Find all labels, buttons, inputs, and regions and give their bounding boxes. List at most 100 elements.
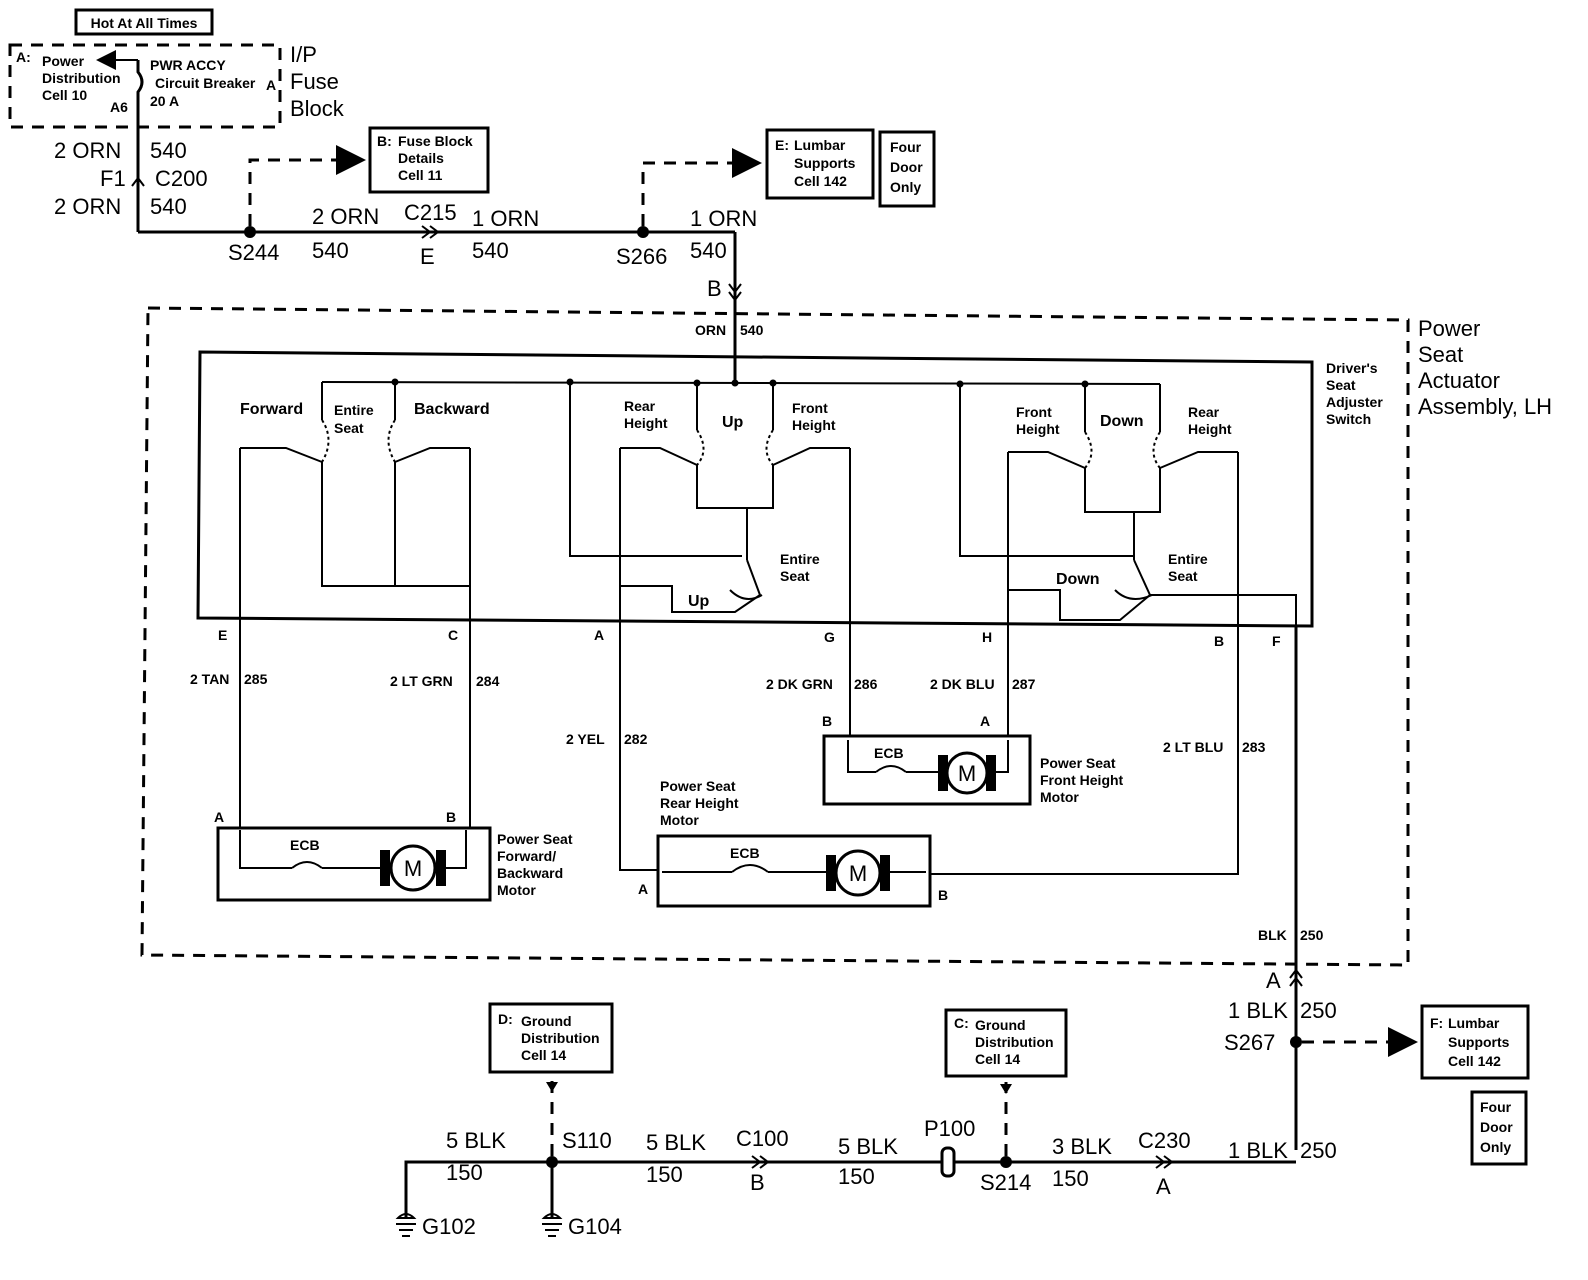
fuse-block-outline [8, 43, 282, 129]
sw-entire-seat-3a: Entire [1168, 551, 1208, 567]
motor-rh-m: M [849, 861, 867, 886]
wire-dkblu-label: 2 DK BLU [930, 676, 995, 692]
fuse-block-title-2: Fuse [290, 69, 339, 94]
wire-ltgrn-label: 2 LT GRN [390, 673, 453, 689]
feed-pin-b: B [707, 276, 722, 301]
feed-wire-2: 2 ORN [54, 194, 121, 219]
wire-yel-label: 2 YEL [566, 731, 605, 747]
ref-a-line1: Power [42, 53, 85, 69]
bus-node-4 [731, 379, 739, 387]
motor-rh-label-1: Power Seat [660, 778, 736, 794]
ref-c-box [944, 1008, 1068, 1078]
ground-wire-right: 1 BLK [1228, 1138, 1288, 1163]
switch-outline [196, 350, 1314, 628]
up-switch-feeds [696, 383, 774, 430]
motor-fb-box [216, 826, 492, 902]
splice-s266 [637, 226, 649, 238]
connector-c230: C230 [1138, 1128, 1191, 1153]
down-link-wire [1008, 589, 1297, 625]
switch-internal-bus [321, 381, 1161, 385]
wire-dkgrn-label: 2 DK GRN [766, 676, 833, 692]
pin-c: C [448, 627, 458, 643]
up-switch-links [696, 429, 774, 466]
down-switch-links [1084, 431, 1161, 469]
four-door-bottom-1: Four [1480, 1099, 1512, 1115]
motor-rh-brush-left [826, 855, 836, 891]
down-bus-left [959, 384, 1134, 557]
motor-rh-symbol [834, 849, 882, 897]
four-door-top-3: Only [890, 179, 921, 195]
c215-chevron [421, 225, 440, 239]
motor-fh-brush-right [986, 755, 996, 791]
four-door-bottom-box [1470, 1090, 1528, 1166]
ground-wire-5blk-3: 5 BLK [838, 1134, 898, 1159]
ref-b-letter: B: [377, 133, 392, 149]
feed-wire-4: 1 ORN [472, 206, 539, 231]
splice-s244 [244, 226, 256, 238]
feed-circuit-4: 540 [472, 238, 509, 263]
wire-yel-circuit: 282 [624, 731, 648, 747]
ground-g102-label: G102 [422, 1214, 476, 1239]
motor-fb-m: M [404, 856, 422, 881]
sw-rear-height-2b: Height [1188, 421, 1232, 437]
four-door-top-1: Four [890, 139, 922, 155]
four-door-bottom-2: Door [1480, 1119, 1513, 1135]
motor-rh-pin-b: B [938, 887, 948, 903]
ground-circuit-5blk-3: 150 [838, 1164, 875, 1189]
motor-fb-ecb: ECB [290, 837, 320, 853]
ref-b-arrow [248, 145, 366, 226]
sw-up: Up [722, 414, 744, 431]
motor-rh-ecb: ECB [730, 845, 760, 861]
switch-label-4: Switch [1326, 411, 1371, 427]
motor-fh-box [822, 734, 1032, 806]
sw-front-height-1b: Height [792, 417, 836, 433]
ref-d-line2: Distribution [521, 1030, 600, 1046]
hot-label: Hot At All Times [91, 15, 198, 31]
wire-ltgrn-circuit: 284 [476, 673, 500, 689]
assembly-title-1: Power [1418, 316, 1480, 341]
ground-g104-symbol [541, 1213, 563, 1237]
splice-s266-label: S266 [616, 244, 667, 269]
ground-circuit-3blk: 150 [1052, 1166, 1089, 1191]
connector-p100: P100 [924, 1116, 975, 1141]
assembly-title-3: Actuator [1418, 368, 1500, 393]
sw-rear-height-1a: Rear [624, 398, 656, 414]
connector-c230-pin: A [1156, 1174, 1171, 1199]
motor-fh-label-3: Motor [1040, 789, 1079, 805]
feed-circuit-3: 540 [312, 238, 349, 263]
ref-b-box [368, 126, 490, 194]
switch-label-3: Adjuster [1326, 394, 1383, 410]
breaker-line1: PWR ACCY [150, 57, 226, 73]
pin-f: F [1272, 633, 1281, 649]
assembly-title-2: Seat [1418, 342, 1463, 367]
ref-f-letter: F: [1430, 1015, 1443, 1031]
ref-b-line1: Fuse Block [398, 133, 473, 149]
splice-s267 [1290, 1036, 1302, 1048]
sw-up-2: Up [688, 593, 710, 610]
ref-f-line2: Supports [1448, 1034, 1510, 1050]
up-common [696, 465, 774, 560]
sw-rear-height-1b: Height [624, 415, 668, 431]
breaker-line2: Circuit Breaker [155, 75, 256, 91]
ref-d-tip [546, 1082, 558, 1092]
sw-forward: Forward [240, 401, 303, 418]
wire-tan-circuit: 285 [244, 671, 268, 687]
motor-rh-pin-a: A [638, 881, 648, 897]
assembly-title-4: Assembly, LH [1418, 394, 1552, 419]
motor-fh-pin-b: B [822, 713, 832, 729]
ground-circuit-right: 250 [1300, 1138, 1337, 1163]
sw-entire-seat-2b: Seat [780, 568, 810, 584]
ground-circuit-5blk-1: 150 [446, 1160, 483, 1185]
sw-rear-height-2a: Rear [1188, 404, 1220, 420]
four-door-top-2: Door [890, 159, 923, 175]
pin-b-chevron [728, 283, 742, 302]
ref-f-box [1420, 1004, 1530, 1080]
assembly-outline [140, 306, 1410, 967]
motor-rh-ecb-symbol [731, 864, 769, 873]
pin-h: H [982, 629, 992, 645]
ref-e-letter: E: [775, 137, 789, 153]
fb-switch-blades [240, 447, 470, 463]
wire-dkgrn-circuit: 286 [854, 676, 878, 692]
motor-fb-pin-b: B [446, 809, 456, 825]
feed-circuit-5: 540 [690, 238, 727, 263]
